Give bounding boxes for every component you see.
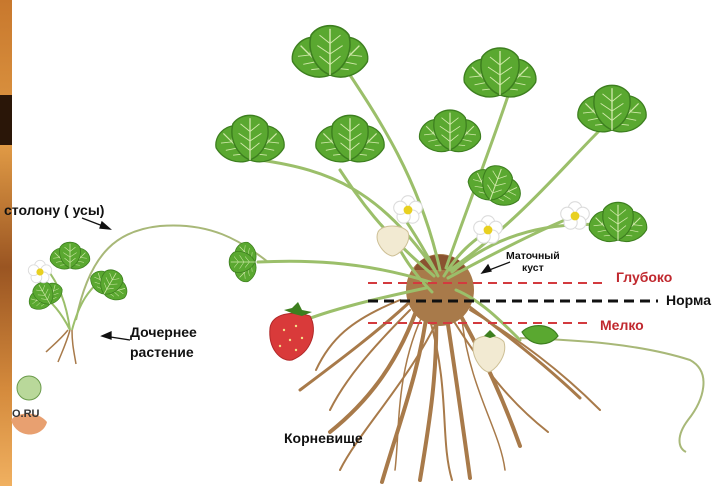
label-daughter-line1: Дочернее [130,322,197,342]
label-stolon: столону ( усы) [4,202,104,218]
site-logo-text: O.RU [12,408,40,420]
label-mother-bush: Маточный куст [506,250,560,274]
daughter-plant [20,242,137,364]
site-logo-image [3,368,55,444]
label-shallow: Мелко [600,317,644,333]
label-rhizome: Корневище [284,430,363,446]
ripe-strawberry [270,302,314,360]
label-daughter-line2: растение [130,342,197,362]
label-daughter-plant: Дочернее растение [130,322,197,362]
label-mother-line2: куст [506,262,560,274]
label-deep: Глубоко [616,269,672,285]
label-normal: Норма [666,292,711,308]
label-mother-line1: Маточный [506,250,560,262]
